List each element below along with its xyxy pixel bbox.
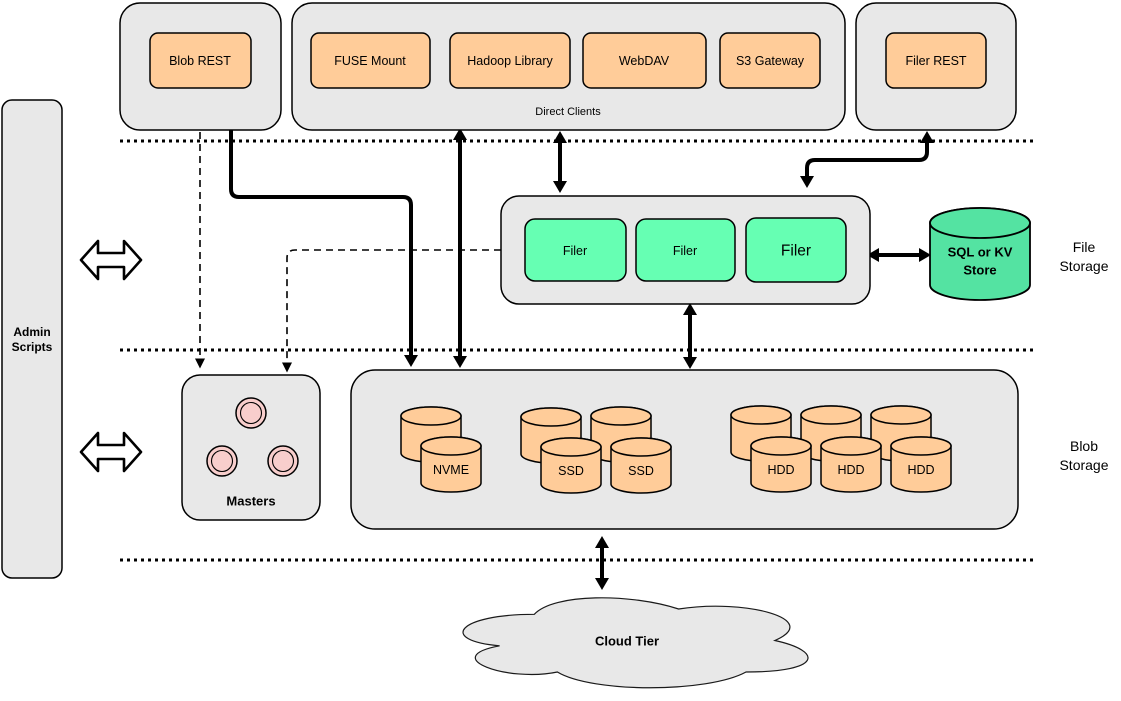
s3-gateway-label: S3 Gateway (736, 54, 805, 68)
admin-blobtier-doublearrow-icon (79, 431, 143, 473)
volume-cylinder-back-top (590, 406, 652, 426)
filer-box-3 (745, 217, 847, 283)
hdd-label-3: HDD (907, 463, 934, 477)
volume-cylinder-back-top (400, 406, 462, 426)
blob-storage-tier-label-line1: Blob (1070, 438, 1098, 454)
hadoop-library-box (449, 32, 571, 89)
hdd-label-1: HDD (767, 463, 794, 477)
master-node-icon-inner (239, 401, 263, 425)
hdd-volume-group: HDD HDD HDD (730, 405, 952, 493)
filer-rest-label: Filer REST (905, 54, 966, 68)
direct-clients-label: Direct Clients (535, 106, 601, 118)
file-storage-tier-label-line1: File (1073, 239, 1096, 255)
masters-group: Masters (181, 374, 321, 521)
admin-filetier-doublearrow-icon (79, 239, 143, 281)
filer-box-1 (524, 218, 627, 282)
ssd-label-1: SSD (558, 464, 584, 478)
edge-blobrest-to-blobstorage (229, 130, 418, 367)
filer-rest-box (885, 32, 987, 89)
volume-cylinder-front-top (610, 437, 672, 457)
admin-scripts-label-line1: Admin (13, 325, 50, 339)
hdd-label-2: HDD (837, 463, 864, 477)
filer-label-3: Filer (781, 243, 811, 260)
edge-filerrest-to-filer (800, 131, 934, 188)
volume-cylinder-front-top (820, 436, 882, 456)
nvme-label: NVME (433, 463, 469, 477)
filer-label-2: Filer (673, 244, 697, 258)
volume-cylinder-front-top (420, 436, 482, 456)
s3-gateway-box (719, 32, 821, 89)
file-storage-tier-label-line2: Storage (1059, 258, 1108, 274)
volume-cylinder-back-top (730, 405, 792, 425)
filer-box-2 (635, 218, 736, 282)
webdav-label: WebDAV (619, 54, 670, 68)
cloud-shape (462, 597, 809, 689)
webdav-box (582, 32, 707, 89)
filer-label-1: Filer (563, 244, 587, 258)
blob-rest-box (149, 32, 252, 89)
masters-box (181, 374, 321, 521)
fuse-mount-label: FUSE Mount (334, 54, 406, 68)
nvme-volume-group: NVME (400, 406, 482, 493)
volume-cylinder-front-top (540, 437, 602, 457)
sql-kv-store-cylinder: SQL or KV Store (929, 207, 1031, 301)
master-node-icon-inner (210, 449, 234, 473)
volume-cylinder-back-top (800, 405, 862, 425)
cloud-tier-group: Cloud Tier (462, 597, 809, 689)
volume-cylinder-back-top (870, 405, 932, 425)
volume-cylinder-back-top (520, 407, 582, 427)
volume-cylinder-front-top (750, 436, 812, 456)
volume-cylinder-front-top (890, 436, 952, 456)
admin-scripts-box (1, 99, 63, 579)
sql-kv-store-label-line1: SQL or KV (948, 245, 1013, 260)
ssd-volume-group: SSD SSD (520, 406, 672, 494)
masters-label: Masters (226, 494, 275, 509)
blob-rest-label: Blob REST (169, 54, 231, 68)
fuse-mount-box (310, 32, 431, 89)
edge-filer-to-masters-dashed (282, 249, 501, 373)
blob-storage-tier-label-line2: Storage (1059, 457, 1108, 473)
sql-kv-store-label-line2: Store (963, 263, 996, 278)
master-node-icon-inner (271, 449, 295, 473)
hadoop-library-label: Hadoop Library (467, 54, 553, 68)
admin-scripts-label-line2: Scripts (12, 340, 53, 354)
cloud-tier-label: Cloud Tier (595, 634, 659, 649)
sql-kv-store-top (929, 207, 1031, 239)
ssd-label-2: SSD (628, 464, 654, 478)
